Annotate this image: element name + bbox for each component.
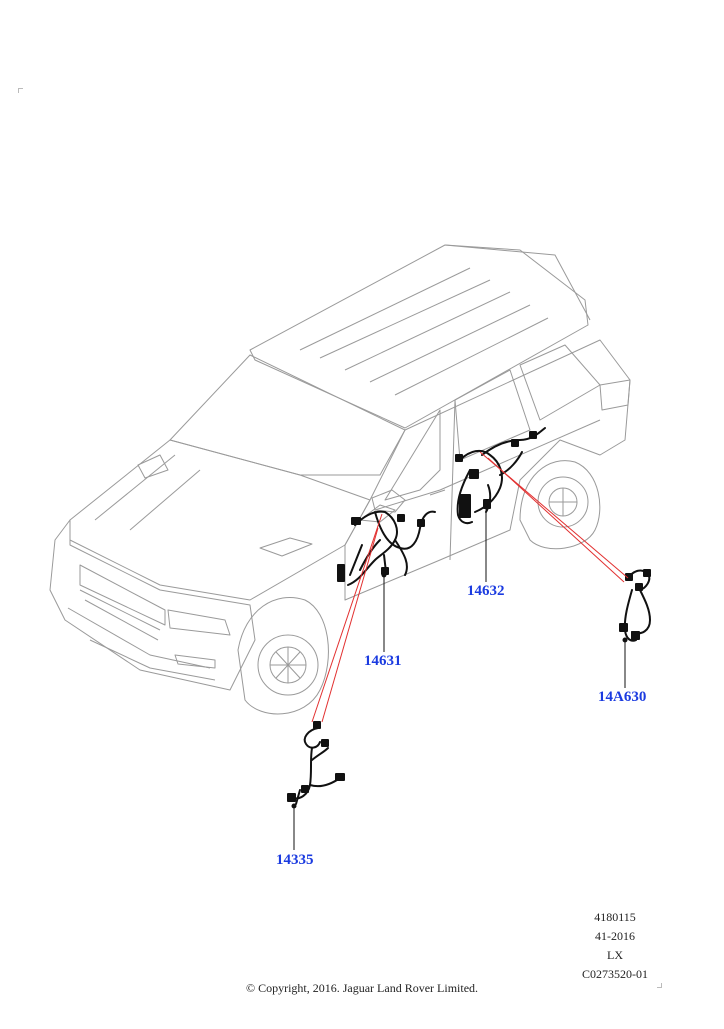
reference-code-2: 41-2016	[595, 929, 635, 943]
reference-codes: 4180115 41-2016 LX C0273520-01	[582, 908, 648, 984]
leader-tailgate-2	[487, 457, 625, 583]
corner-mark-top-left	[18, 88, 23, 93]
leader-lines	[311, 451, 629, 723]
harness-rear-door-drawing	[455, 427, 546, 525]
leader-loose-1	[311, 513, 383, 723]
harness-front-door-drawing	[337, 510, 436, 586]
harness-loose-drawing	[287, 721, 345, 805]
callout-14335: 14335	[276, 852, 314, 868]
reference-code-4: C0273520-01	[582, 967, 648, 981]
callout-14A630: 14A630	[598, 689, 647, 705]
harness-tailgate-drawing	[619, 569, 651, 642]
copyright-notice: © Copyright, 2016. Jaguar Land Rover Lim…	[245, 981, 479, 995]
vehicle-outline	[49, 244, 631, 715]
corner-mark-bottom-right	[657, 983, 662, 988]
reference-code-1: 4180115	[594, 910, 636, 924]
leader-loose-2	[321, 527, 379, 723]
reference-code-3: LX	[607, 948, 623, 962]
callout-14631: 14631	[364, 653, 402, 669]
callout-14632: 14632	[467, 583, 505, 599]
callout-pointers	[291, 502, 628, 850]
